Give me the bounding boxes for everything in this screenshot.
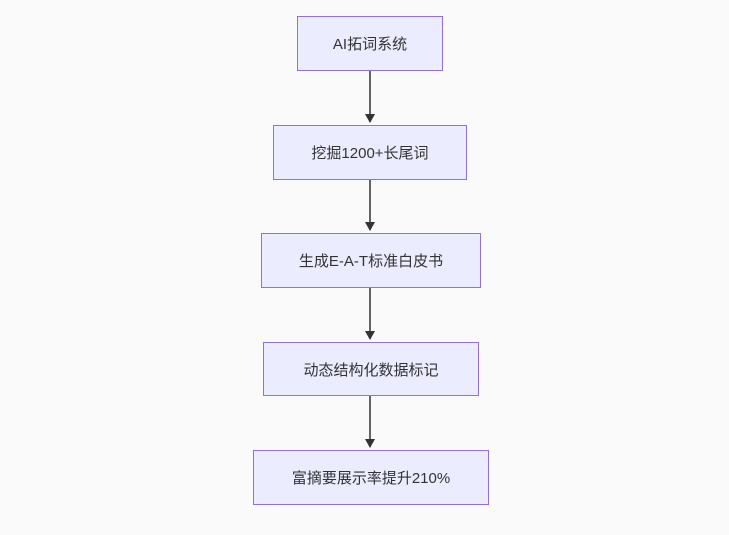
node-label: 挖掘1200+长尾词 (311, 145, 429, 162)
flowchart-node-ai-keyword-system: AI拓词系统 (297, 16, 443, 71)
flowchart-node-rich-snippet-rate: 富摘要展示率提升210% (253, 450, 489, 505)
node-label: 生成E-A-T标准白皮书 (298, 253, 444, 270)
flowchart-node-mine-longtail-keywords: 挖掘1200+长尾词 (273, 125, 467, 180)
flowchart-node-generate-eat-whitepaper: 生成E-A-T标准白皮书 (261, 233, 481, 288)
node-label: 富摘要展示率提升210% (291, 470, 451, 487)
flowchart-node-dynamic-structured-data: 动态结构化数据标记 (263, 342, 479, 396)
node-label: AI拓词系统 (332, 36, 408, 53)
node-label: 动态结构化数据标记 (303, 361, 439, 379)
